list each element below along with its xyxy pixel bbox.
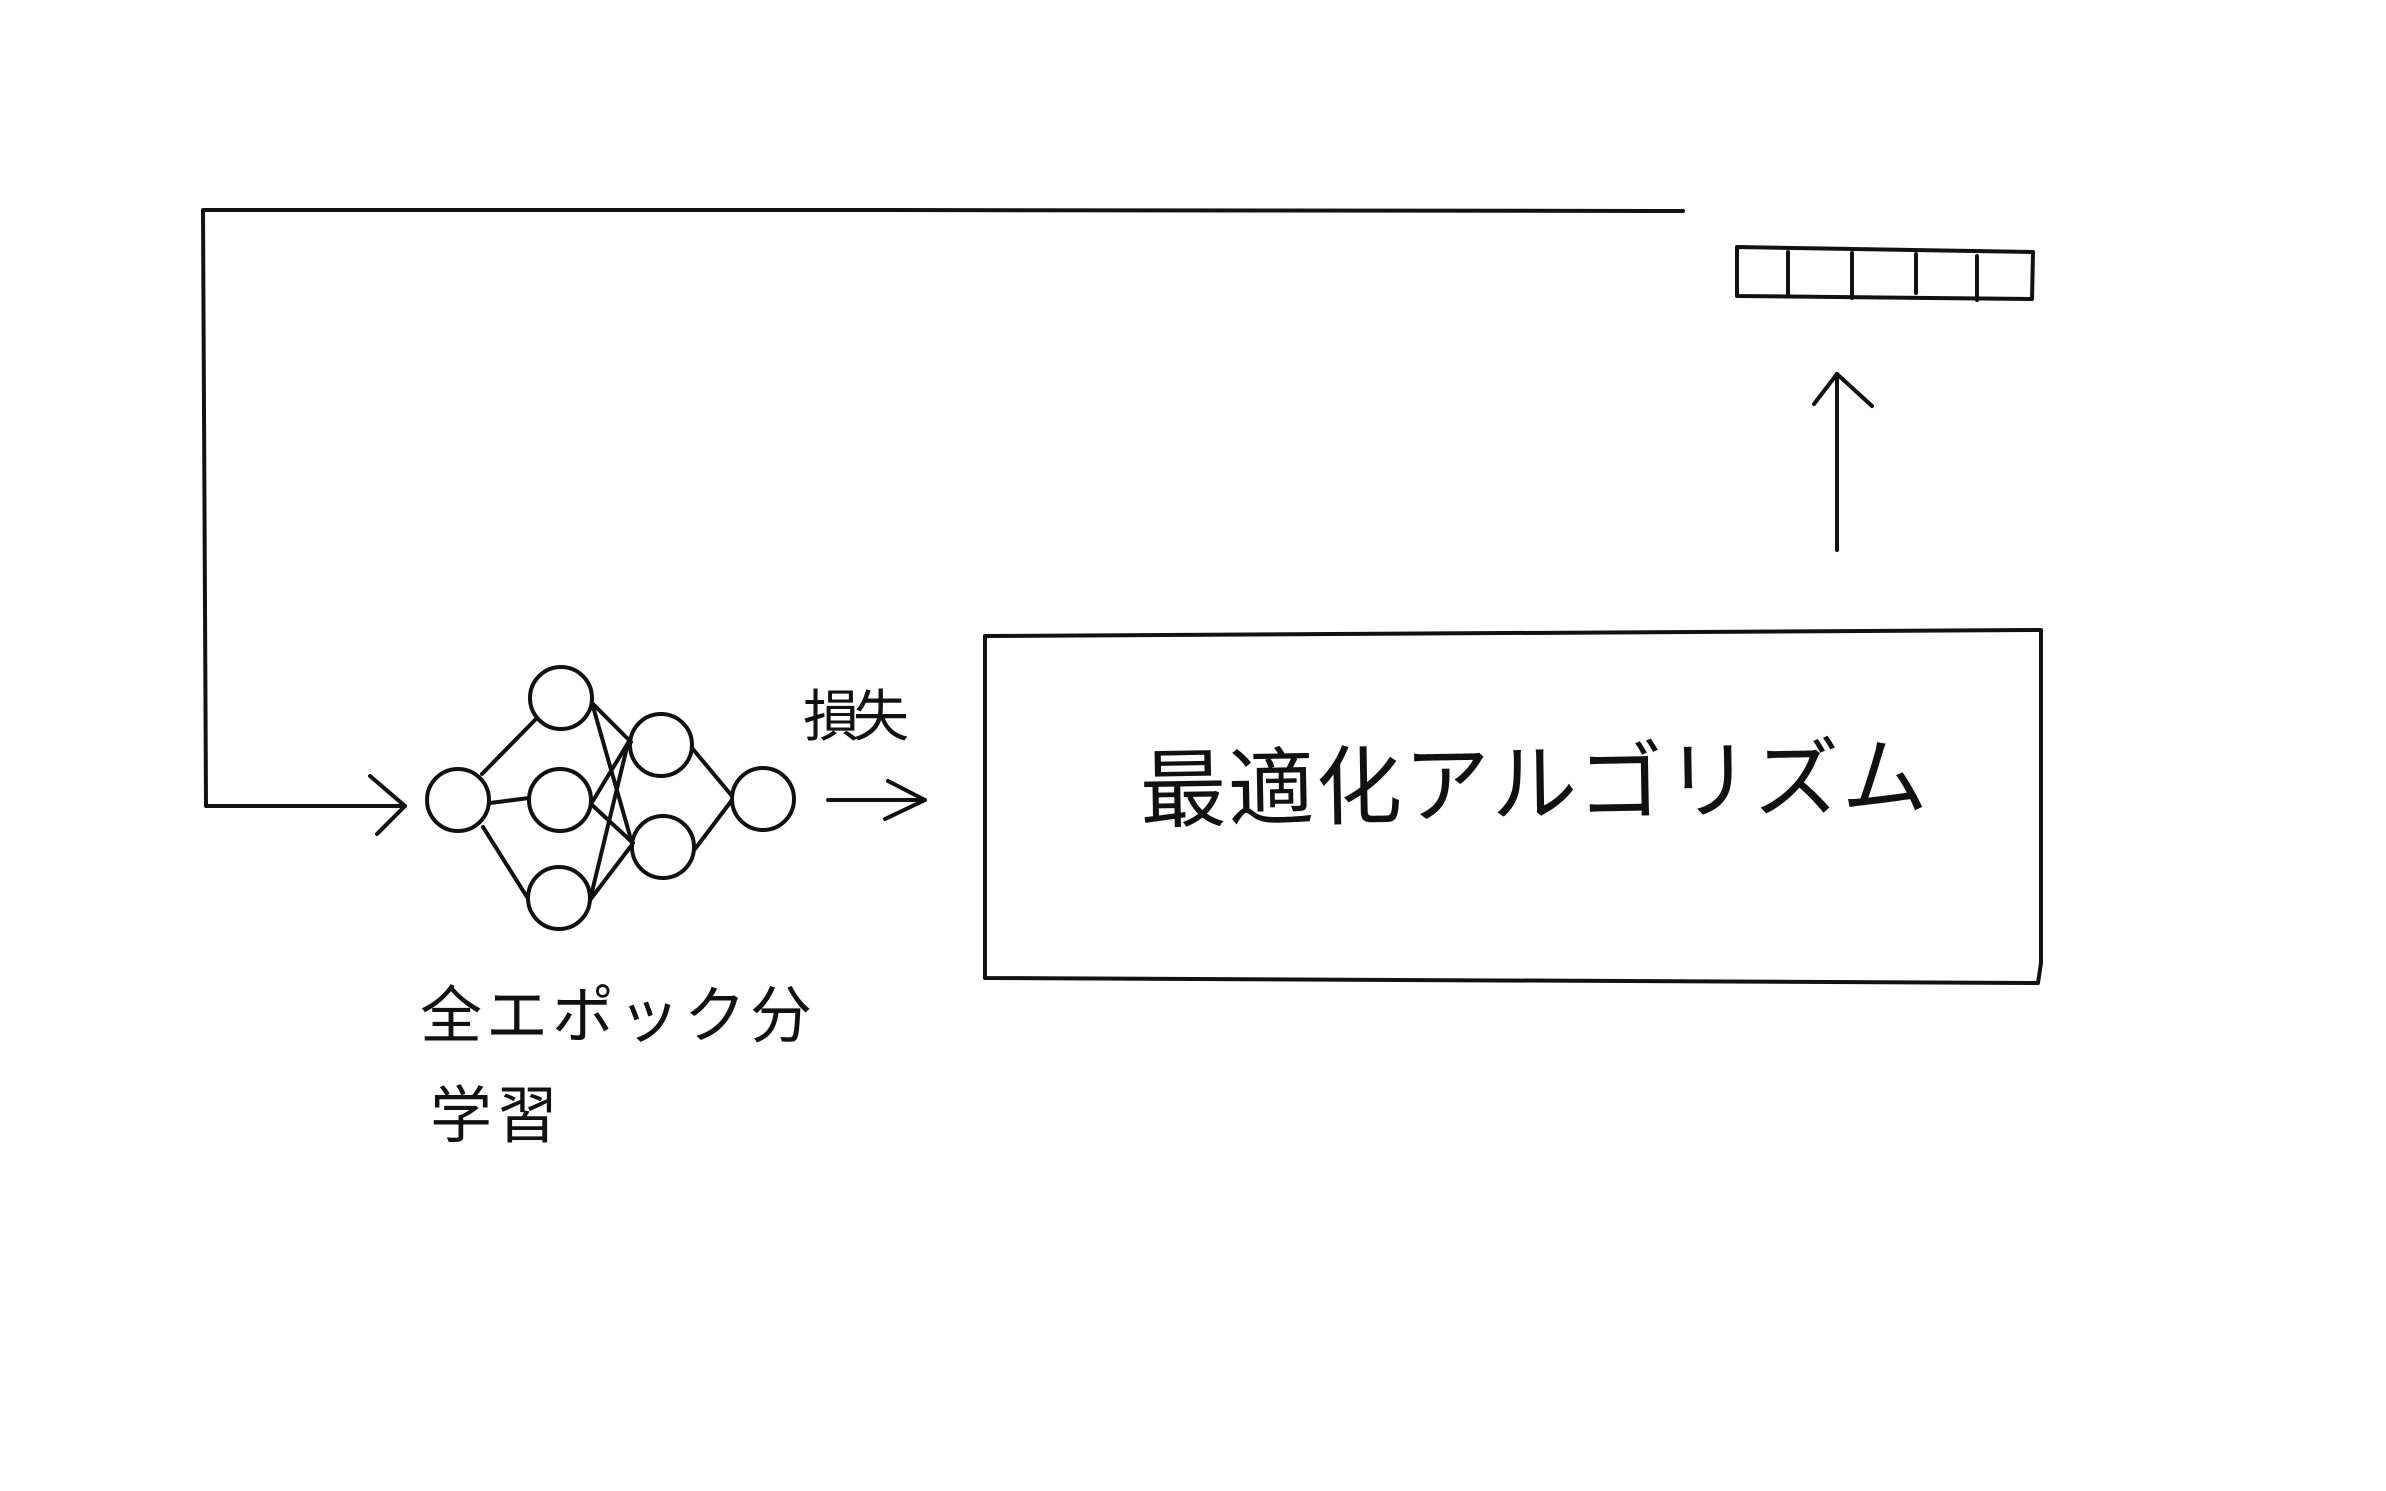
hidden1-node-3 — [526, 865, 592, 931]
feedback-loop-arrow — [201, 208, 1685, 836]
loss-arrow — [826, 779, 927, 821]
hidden1-node-1 — [528, 665, 594, 731]
neural-network-icon — [425, 665, 796, 931]
optimizer-box — [983, 628, 2043, 985]
loss-label: 損失 — [803, 685, 909, 750]
memory-array-icon — [1735, 245, 2035, 302]
epoch-label-line1: 全エポック分 — [420, 979, 817, 1052]
hidden2-node-1 — [628, 712, 694, 778]
output-node — [730, 766, 796, 832]
optimizer-label: 最適化アルゴリズム — [1139, 728, 1931, 842]
input-node — [425, 767, 491, 833]
hidden1-node-2 — [527, 767, 593, 833]
up-arrow — [1812, 372, 1874, 552]
hidden2-node-2 — [630, 814, 696, 880]
epoch-label-line2: 学習 — [430, 1079, 563, 1152]
